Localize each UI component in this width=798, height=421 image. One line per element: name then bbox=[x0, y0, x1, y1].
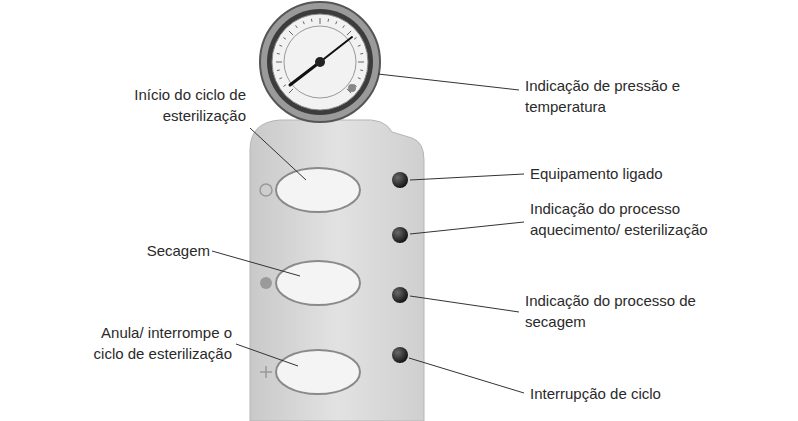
gauge-tick bbox=[283, 38, 285, 40]
indicator-light bbox=[392, 287, 408, 303]
callout-label: Indicação do processo aquecimento/ ester… bbox=[530, 198, 735, 240]
gauge-tick bbox=[277, 69, 280, 71]
gauge-tick bbox=[311, 19, 313, 22]
leader-line bbox=[378, 74, 519, 90]
gauge-tick bbox=[358, 78, 361, 79]
gauge-tick bbox=[354, 38, 356, 40]
pressure-gauge bbox=[260, 2, 380, 122]
leader-line bbox=[212, 251, 300, 276]
gauge-tick bbox=[277, 53, 280, 55]
gauge-tick bbox=[289, 89, 293, 93]
button-cancel bbox=[260, 350, 360, 394]
leader-line bbox=[410, 296, 519, 312]
button-start bbox=[260, 168, 360, 212]
callout-label: Início do ciclo de esterilização bbox=[96, 84, 246, 126]
callout-label: Indicação de pressão e temperatura bbox=[525, 75, 705, 117]
leader-line bbox=[236, 344, 298, 366]
callout-label: Secagem bbox=[147, 240, 210, 261]
panel-body bbox=[250, 120, 424, 421]
gauge-tick bbox=[347, 31, 351, 35]
indicator-light bbox=[392, 347, 408, 363]
indicator-light bbox=[392, 227, 408, 243]
gauge-tick bbox=[303, 21, 304, 24]
leader-line bbox=[410, 174, 524, 180]
callout-label: Indicação do processo de secagem bbox=[525, 290, 725, 332]
gauge-tick bbox=[279, 45, 282, 46]
gauge-tick bbox=[283, 85, 285, 87]
gauge-tick bbox=[289, 31, 293, 35]
gauge-tick bbox=[327, 19, 329, 22]
gauge-tick bbox=[358, 62, 364, 63]
gauge-tick bbox=[360, 53, 363, 55]
callout-label: Anula/ interrompe o ciclo de esterilizaç… bbox=[82, 322, 232, 364]
gauge-tick bbox=[320, 18, 321, 24]
gauge-tick bbox=[276, 62, 282, 63]
gauge-tick bbox=[336, 21, 337, 24]
gauge-tick bbox=[296, 25, 298, 27]
gauge-tick bbox=[279, 78, 282, 79]
leader-line bbox=[250, 128, 306, 180]
callout-label: Equipamento ligado bbox=[530, 163, 663, 184]
gauge-tick bbox=[343, 25, 345, 27]
gauge-tick bbox=[360, 69, 363, 71]
indicator-light bbox=[392, 172, 408, 188]
callout-label: Interrupção de ciclo bbox=[530, 383, 661, 404]
leader-line bbox=[409, 358, 524, 393]
button-dry bbox=[260, 261, 360, 305]
leader-line bbox=[410, 222, 524, 234]
gauge-tick bbox=[358, 45, 361, 46]
